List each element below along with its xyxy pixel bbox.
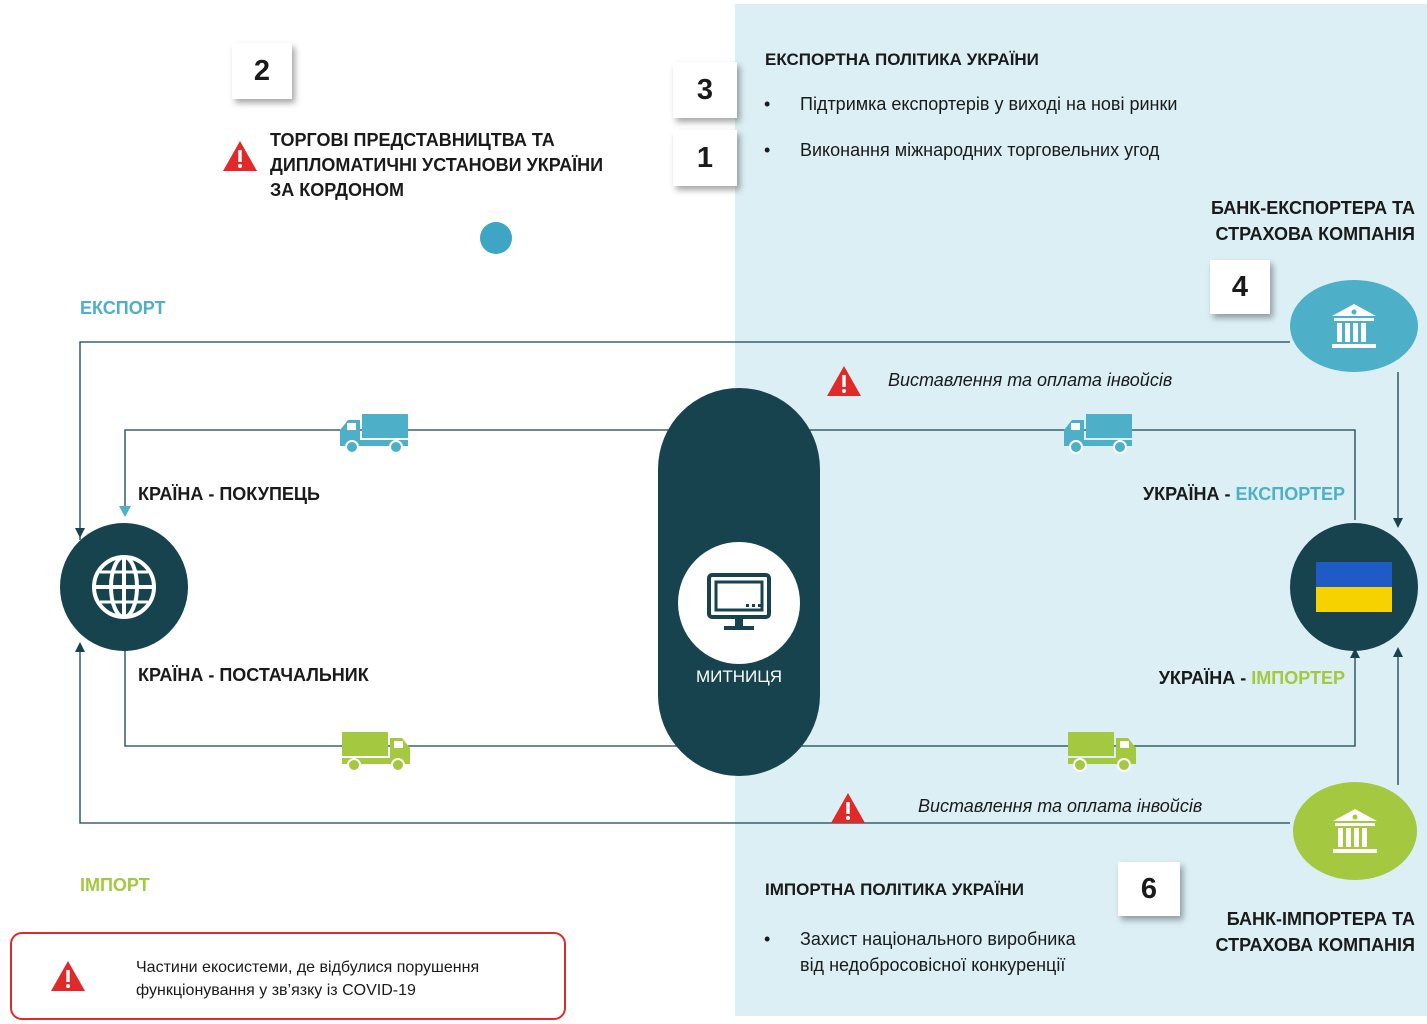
customs-icon-circle: [678, 542, 800, 664]
callout-2: 2: [232, 43, 292, 99]
truck-icon: [340, 730, 412, 777]
import-bank-node: [1293, 782, 1417, 880]
warning-icon: [50, 960, 86, 997]
warning-icon: [826, 365, 862, 402]
legend-text: Частини екосистеми, де відбулися порушен…: [136, 959, 480, 999]
customs-label: МИТНИЦЯ: [695, 667, 783, 686]
export-policy-item: •Підтримка експортерів у виході на нові …: [764, 94, 1178, 114]
ukraine-node: [1290, 523, 1418, 651]
import-flow-label: ІМПОРТ: [80, 875, 150, 895]
export-bank-label: БАНК-ЕКСПОРТЕРА ТА СТРАХОВА КОМПАНІЯ: [1211, 198, 1415, 244]
ukraine-exporter-label: УКРАЇНА - ЕКСПОРТЕР: [1142, 484, 1345, 504]
callout-4: 4: [1210, 260, 1270, 314]
supplier-country-label: КРАЇНА - ПОСТАЧАЛЬНИК: [138, 665, 369, 685]
ukraine-importer-label: УКРАЇНА - ІМПОРТЕР: [1158, 668, 1345, 688]
warning-icon: [222, 140, 258, 177]
invoice-label-top: Виставлення та оплата інвойсів: [888, 370, 1173, 390]
bank-icon: [1333, 809, 1377, 853]
export-policy-item: •Виконання міжнародних торговельних угод: [764, 140, 1160, 160]
monitor-icon: [707, 573, 771, 630]
export-policy-title: ЕКСПОРТНА ПОЛІТИКА УКРАЇНИ: [765, 50, 1039, 69]
invoice-label-bottom: Виставлення та оплата інвойсів: [918, 796, 1203, 816]
marker-dot: [480, 222, 512, 254]
callout-3: 3: [673, 62, 737, 118]
world-node: [60, 523, 188, 651]
truck-icon: [1066, 730, 1138, 777]
legend-box: Частини екосистеми, де відбулися порушен…: [10, 932, 566, 1020]
globe-icon: [92, 555, 156, 619]
warning-icon: [830, 792, 866, 829]
callout-1: 1: [673, 130, 737, 186]
buyer-country-label: КРАЇНА - ПОКУПЕЦЬ: [138, 484, 320, 504]
bank-icon: [1332, 304, 1376, 348]
export-bank-node: [1290, 280, 1418, 372]
trade-missions-label: ТОРГОВІ ПРЕДСТАВНИЦТВА ТА ДИПЛОМАТИЧНІ У…: [270, 130, 604, 200]
import-bank-label: БАНК-ІМПОРТЕРА ТА СТРАХОВА КОМПАНІЯ: [1215, 909, 1415, 955]
truck-icon: [338, 412, 410, 459]
callout-6: 6: [1118, 862, 1180, 916]
export-flow-label: ЕКСПОРТ: [80, 298, 166, 318]
truck-icon: [1062, 412, 1134, 459]
ukraine-flag-icon: [1316, 562, 1392, 612]
import-policy-title: ІМПОРТНА ПОЛІТИКА УКРАЇНИ: [765, 880, 1025, 899]
import-policy-item: • Захист національного виробника від нед…: [764, 929, 1076, 975]
